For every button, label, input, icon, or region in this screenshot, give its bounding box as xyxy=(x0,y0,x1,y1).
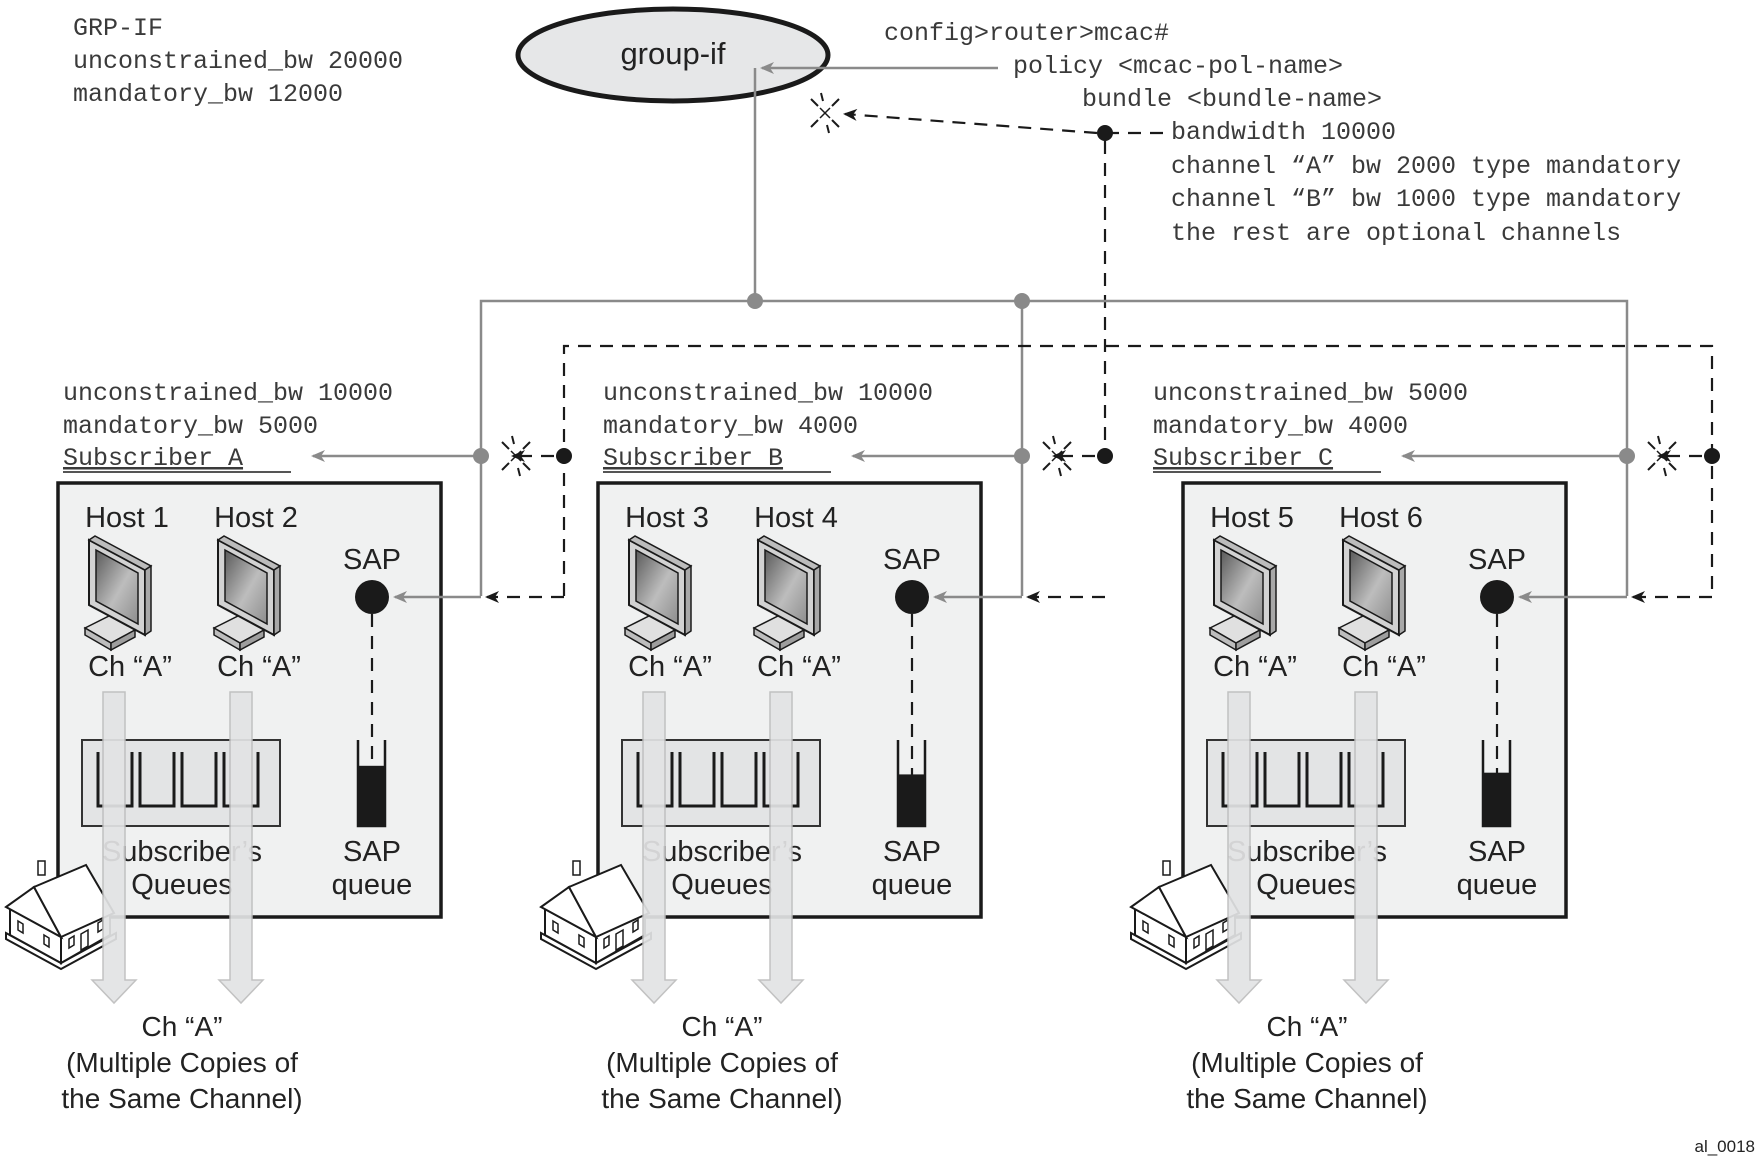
bandwidth-subscriber-junction xyxy=(556,448,572,464)
subscriber-mandatory-bw: mandatory_bw 4000 xyxy=(603,412,858,441)
grp-if-unconstrained-bw: unconstrained_bw 20000 xyxy=(73,47,403,76)
channel-flow-arrow xyxy=(630,691,678,1005)
subscriber-unconstrained-bw: unconstrained_bw 10000 xyxy=(603,379,933,408)
sap-label: SAP xyxy=(883,544,941,576)
sap-queue-label-line2: queue xyxy=(1457,869,1538,901)
subscriber-queue xyxy=(180,752,218,808)
sap-queue-label-line1: SAP xyxy=(1468,836,1526,868)
subscriber-queue xyxy=(678,752,716,808)
host-label: Host 3 xyxy=(625,502,709,534)
caption-line1: Ch “A” xyxy=(682,1011,763,1042)
sap-node xyxy=(1480,580,1514,614)
channel-flow-arrow xyxy=(90,691,138,1005)
policy-subscriber-junction xyxy=(1619,448,1635,464)
group-if-ellipse xyxy=(515,6,831,104)
cli-line-channel-a: channel “A” bw 2000 type mandatory xyxy=(1171,152,1681,181)
caption-line2: (Multiple Copies of xyxy=(1191,1047,1423,1078)
subscriber-queue xyxy=(1305,752,1343,808)
host-channel-label: Ch “A” xyxy=(1342,651,1426,683)
caption-line3: the Same Channel) xyxy=(61,1083,302,1114)
policy-subscriber-junction xyxy=(1014,448,1030,464)
cli-line-channel-b: channel “B” bw 1000 type mandatory xyxy=(1171,185,1681,214)
sap-node xyxy=(355,580,389,614)
host-label: Host 6 xyxy=(1339,502,1423,534)
subscriber-b: unconstrained_bw 10000 mandatory_bw 4000S… xyxy=(540,379,1113,1114)
group-if-node: group-if xyxy=(515,6,831,104)
host-channel-label: Ch “A” xyxy=(628,651,712,683)
group-if-label: group-if xyxy=(620,36,725,71)
sap-label: SAP xyxy=(343,544,401,576)
subscriber-a: unconstrained_bw 10000 mandatory_bw 5000S… xyxy=(5,379,572,1114)
host-channel-label: Ch “A” xyxy=(757,651,841,683)
subscriber-unconstrained-bw: unconstrained_bw 5000 xyxy=(1153,379,1468,408)
caption-line1: Ch “A” xyxy=(1267,1011,1348,1042)
caption-line2: (Multiple Copies of xyxy=(606,1047,838,1078)
caption-line2: (Multiple Copies of xyxy=(66,1047,298,1078)
host-channel-label: Ch “A” xyxy=(217,651,301,683)
host-channel-label: Ch “A” xyxy=(88,651,172,683)
bandwidth-to-group-if-arrow xyxy=(843,108,1098,135)
cli-line-bundle: bundle <bundle-name> xyxy=(1082,85,1382,114)
subscriber-unconstrained-bw: unconstrained_bw 10000 xyxy=(63,379,393,408)
bandwidth-subscriber-junction xyxy=(1704,448,1720,464)
subscriber-queues-label-line2: Queues xyxy=(131,869,233,901)
subscriber-mandatory-bw: mandatory_bw 4000 xyxy=(1153,412,1408,441)
cli-line-optional: the rest are optional channels xyxy=(1171,219,1621,248)
channel-flow-arrow xyxy=(217,691,265,1005)
bandwidth-junction-dot xyxy=(1097,125,1113,141)
sap-node xyxy=(895,580,929,614)
sap-queue-label-line1: SAP xyxy=(883,836,941,868)
channel-flow-arrow xyxy=(757,691,805,1005)
cli-line-bandwidth: bandwidth 10000 xyxy=(1171,118,1396,147)
host-label: Host 1 xyxy=(85,502,169,534)
sap-label: SAP xyxy=(1468,544,1526,576)
sap-queue-label-line1: SAP xyxy=(343,836,401,868)
grp-if-mandatory-bw: mandatory_bw 12000 xyxy=(73,80,343,109)
sap-queue-fill xyxy=(898,774,925,826)
subscriber-queue xyxy=(1263,752,1301,808)
figure-id: al_0018 xyxy=(1694,1137,1755,1156)
channel-flow-arrow xyxy=(1215,691,1263,1005)
subscriber-name: Subscriber C xyxy=(1153,444,1333,473)
subscriber-queue xyxy=(138,752,176,808)
blocked-burst-icon xyxy=(810,92,840,134)
subscriber-queues-label-line2: Queues xyxy=(1256,869,1358,901)
host-channel-label: Ch “A” xyxy=(1213,651,1297,683)
bandwidth-subscriber-junction xyxy=(1097,448,1113,464)
bandwidth-bus xyxy=(562,344,1714,596)
caption-line1: Ch “A” xyxy=(142,1011,223,1042)
sap-queue-fill xyxy=(1483,772,1510,826)
subscriber-queues-label-line2: Queues xyxy=(671,869,773,901)
caption-line3: the Same Channel) xyxy=(601,1083,842,1114)
host-label: Host 5 xyxy=(1210,502,1294,534)
sap-queue-label-line2: queue xyxy=(872,869,953,901)
subscriber-name: Subscriber A xyxy=(63,444,243,473)
policy-bus-junction-1 xyxy=(747,293,763,309)
subscribers: unconstrained_bw 10000 mandatory_bw 5000S… xyxy=(5,379,1720,1114)
subscriber-c: unconstrained_bw 5000 mandatory_bw 4000Su… xyxy=(1130,379,1720,1114)
cli-line-policy: policy <mcac-pol-name> xyxy=(1013,52,1343,81)
subscriber-queue xyxy=(720,752,758,808)
cli-line-context: config>router>mcac# xyxy=(884,19,1169,48)
sap-queue-label-line2: queue xyxy=(332,869,413,901)
channel-flow-arrow xyxy=(1342,691,1390,1005)
subscriber-mandatory-bw: mandatory_bw 5000 xyxy=(63,412,318,441)
cli-config: config>router>mcac# policy <mcac-pol-nam… xyxy=(884,19,1681,248)
sap-queue-fill xyxy=(358,765,385,826)
caption-line3: the Same Channel) xyxy=(1186,1083,1427,1114)
grp-if-config: GRP-IF unconstrained_bw 20000 mandatory_… xyxy=(73,14,403,109)
policy-subscriber-junction xyxy=(473,448,489,464)
grp-if-title: GRP-IF xyxy=(73,14,163,43)
host-label: Host 2 xyxy=(214,502,298,534)
host-label: Host 4 xyxy=(754,502,838,534)
subscriber-name: Subscriber B xyxy=(603,444,783,473)
